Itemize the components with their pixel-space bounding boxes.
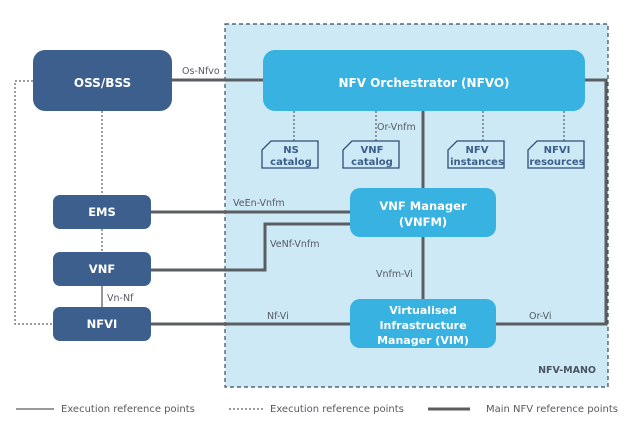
venf-vnfm-label: VeNf-Vnfm [270, 239, 320, 250]
vnf-box[interactable]: VNF [53, 252, 151, 286]
catalog-nfvi-resources-line2: resources [529, 157, 584, 168]
catalog-nfvi-resources-line1: NFVI [544, 145, 571, 156]
os-nfvo-label: Os-Nfvo [182, 66, 220, 77]
oss-bss-box[interactable]: OSS/BSS [33, 50, 172, 111]
nfvi-box[interactable]: NFVI [53, 307, 151, 341]
ems-label: EMS [88, 205, 116, 219]
venf-vnfm-line [151, 222, 350, 272]
vim-label-line1: Virtualised [389, 304, 456, 317]
vn-nf-label: Vn-Nf [107, 293, 134, 304]
legend-thin-solid-label: Execution reference points [61, 404, 195, 415]
catalog-vnf[interactable]: VNF catalog [342, 140, 400, 169]
nfv-mano-label: NFV-MANO [538, 365, 596, 376]
legend-thick-solid-label: Main NFV reference points [486, 404, 618, 415]
vim-label-line3: Manager (VIM) [377, 334, 469, 347]
catalog-vnf-line2: catalog [351, 157, 393, 168]
catalog-nfv-instances-line2: instances [450, 157, 504, 168]
catalog-nfvi-resources[interactable]: NFVI resources [527, 140, 585, 169]
catalog-nfv-instances[interactable]: NFV instances [447, 140, 505, 169]
vnfm-label-line2: (VNFM) [399, 215, 447, 229]
nfvi-label: NFVI [87, 317, 118, 331]
catalog-ns-line2: catalog [270, 157, 312, 168]
vnfm-label-line1: VNF Manager [379, 199, 467, 213]
or-vi-label: Or-Vi [529, 311, 552, 322]
vim-label-line2: Infrastructure [379, 319, 466, 332]
vim-box[interactable]: Virtualised Infrastructure Manager (VIM) [350, 299, 496, 348]
vnfm-box[interactable]: VNF Manager (VNFM) [350, 188, 496, 237]
catalog-nfv-instances-line1: NFV [466, 145, 489, 156]
ems-box[interactable]: EMS [53, 195, 151, 229]
nfvo-label: NFV Orchestrator (NFVO) [338, 76, 509, 90]
catalog-ns-line1: NS [283, 145, 299, 156]
oss-nfvi-dotted-line [14, 80, 53, 325]
legend: Execution reference points Execution ref… [16, 404, 618, 415]
catalog-vnf-line1: VNF [361, 145, 384, 156]
vnf-label: VNF [89, 262, 115, 276]
or-vnfm-label: Or-Vnfm [377, 122, 416, 133]
nf-vi-label: Nf-Vi [267, 311, 289, 322]
or-vi-line [496, 78, 608, 326]
legend-dotted-label: Execution reference points [270, 404, 404, 415]
oss-bss-label: OSS/BSS [74, 76, 131, 90]
catalog-ns[interactable]: NS catalog [261, 140, 319, 169]
nfvo-box[interactable]: NFV Orchestrator (NFVO) [263, 50, 585, 111]
veen-vnfm-label: VeEn-Vnfm [233, 198, 285, 209]
vnfm-vi-label: Vnfm-Vi [376, 269, 413, 280]
